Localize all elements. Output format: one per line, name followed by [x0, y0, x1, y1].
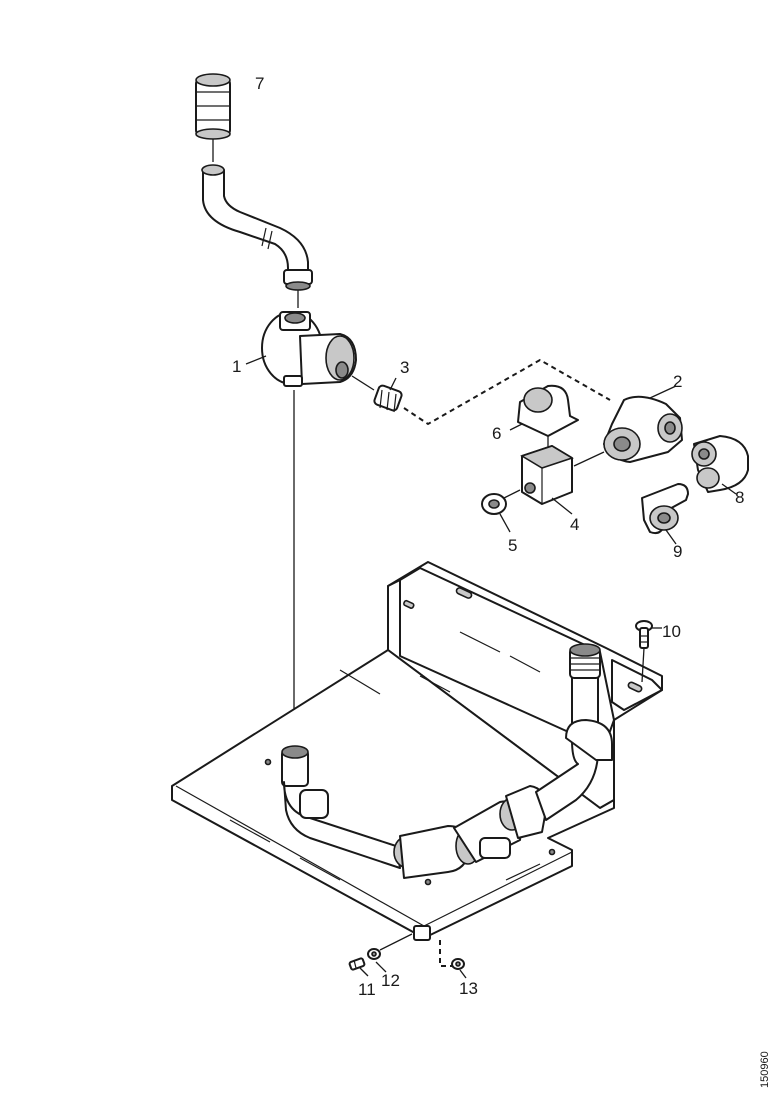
callout-11: 11 — [358, 980, 376, 999]
part-10-screw — [635, 620, 653, 649]
callout-1: 1 — [232, 357, 241, 376]
part-9-angled-connector — [641, 483, 689, 535]
part-5-nut — [481, 493, 507, 515]
leader-3-left — [351, 375, 375, 391]
callout-6: 6 — [492, 424, 501, 443]
part-4-solenoid-block — [520, 445, 574, 505]
callout-5: 5 — [508, 536, 517, 555]
part-8-elbow-fitting — [691, 435, 749, 493]
callout-10: 10 — [662, 622, 681, 641]
leader-2-left — [573, 451, 605, 467]
leader-10-down — [641, 647, 645, 683]
callout-12: 12 — [381, 971, 400, 990]
leader-callout-9 — [665, 529, 677, 545]
leader-5-right — [503, 489, 521, 499]
part-6-connector-cover — [517, 384, 579, 437]
leader-callout-5 — [499, 513, 511, 533]
part-13-nut — [451, 958, 465, 970]
callout-7: 7 — [255, 74, 264, 93]
leader-callout-1 — [245, 355, 267, 365]
dashed-13 — [439, 940, 452, 967]
leader-callout-6 — [509, 423, 523, 431]
callout-4: 4 — [570, 515, 579, 534]
part-1-valve-housing — [261, 311, 357, 387]
callout-3: 3 — [400, 358, 409, 377]
leader-callout-8 — [721, 483, 737, 495]
drawing-code: 150960 — [759, 1051, 771, 1088]
leader-callout-4 — [551, 497, 573, 515]
upper-elbow-pipe — [201, 164, 313, 291]
bracket-pipe-assembly — [281, 643, 613, 879]
leader-callout-12 — [375, 961, 387, 973]
callout-2: 2 — [673, 372, 682, 391]
dashed-connection — [403, 358, 611, 426]
callout-9: 9 — [673, 542, 682, 561]
callout-13: 13 — [459, 979, 478, 998]
leader-callout-13 — [459, 969, 467, 979]
part-2-tee-fitting — [603, 395, 683, 463]
callout-8: 8 — [735, 488, 744, 507]
part-12-washer — [367, 948, 381, 960]
leader-callout-11 — [359, 967, 369, 977]
leader-callout-2 — [649, 385, 677, 399]
part-3-nipple — [373, 384, 403, 413]
mounting-bracket — [171, 561, 663, 941]
leader-11-12-to-foot — [379, 933, 413, 951]
part-11-screw — [348, 957, 366, 971]
part-7-strainer-cap — [195, 73, 231, 140]
leader-callout-3 — [389, 377, 397, 391]
